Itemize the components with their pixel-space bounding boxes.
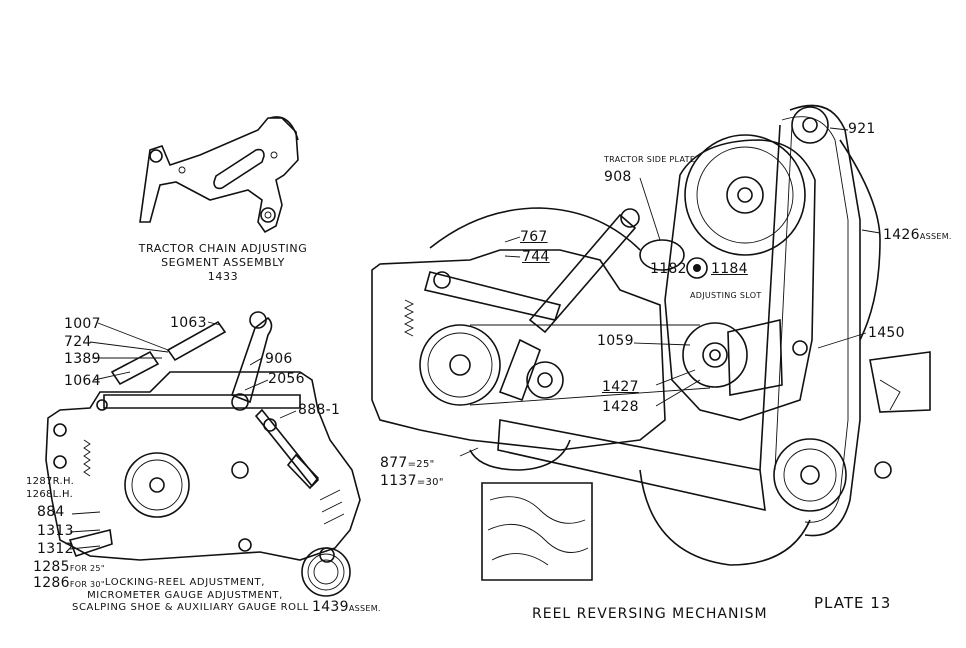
label-1439-note: ASSEM.: [348, 604, 381, 613]
label-1286-num: 1286: [33, 575, 70, 591]
segment-caption-line3: 1433: [207, 269, 239, 283]
label-906: 906: [265, 351, 293, 367]
label-1287: 1287R.H.: [26, 476, 75, 487]
locking-reel-drawing: [45, 311, 361, 597]
locking-caption-line3: SCALPING SHOE & AUXILIARY GAUGE ROLL: [72, 602, 309, 613]
label-1426-num: 1426: [883, 227, 920, 243]
label-884: 884: [37, 504, 65, 520]
label-1007: 1007: [64, 316, 101, 332]
label-1439: 1439ASSEM.: [312, 600, 381, 614]
label-1285: 1285FOR 25": [33, 560, 105, 574]
label-1063: 1063: [170, 315, 207, 331]
label-1184: 1184: [711, 261, 748, 277]
label-744: 744: [522, 249, 550, 265]
label-1439-num: 1439: [312, 599, 349, 615]
label-1137-note: =30": [416, 477, 444, 488]
main-caption: REEL REVERSING MECHANISM: [532, 606, 768, 622]
label-1313: 1313: [37, 523, 74, 539]
segment-assembly-drawing: [139, 116, 299, 234]
label-1268: 1268L.H.: [26, 489, 74, 500]
label-888-1: 888-1: [298, 402, 341, 418]
label-921: 921: [848, 121, 876, 137]
label-1426: 1426ASSEM.: [883, 228, 952, 242]
locking-reel-caption: LOCKING-REEL ADJUSTMENT, MICROMETER GAUG…: [72, 577, 309, 615]
segment-caption-line1: TRACTOR CHAIN ADJUSTING: [138, 242, 308, 255]
label-1137-num: 1137: [380, 473, 417, 489]
segment-assembly-caption: TRACTOR CHAIN ADJUSTING SEGMENT ASSEMBLY…: [118, 242, 328, 283]
plate-title: PLATE 13: [814, 594, 892, 612]
label-2056: 2056: [268, 371, 305, 387]
label-877: 877=25": [380, 456, 435, 470]
label-1286: 1286FOR 30": [33, 576, 105, 590]
label-adjusting-slot: ADJUSTING SLOT: [690, 291, 762, 300]
segment-caption-line2: SEGMENT ASSEMBLY: [161, 255, 285, 269]
label-1426-note: ASSEM.: [919, 232, 952, 241]
label-1427: 1427: [602, 379, 639, 395]
label-1286-note: FOR 30": [69, 580, 105, 589]
locking-caption-line2: MICROMETER GAUGE ADJUSTMENT,: [87, 589, 283, 601]
label-1059: 1059: [597, 333, 634, 349]
label-1182: 1182: [650, 261, 687, 277]
label-1064: 1064: [64, 373, 101, 389]
label-1137: 1137=30": [380, 474, 444, 488]
label-908: 908: [604, 169, 632, 185]
label-1428: 1428: [602, 399, 639, 415]
label-767: 767: [520, 229, 548, 245]
label-877-num: 877: [380, 455, 408, 471]
label-tractor-side-plate: TRACTOR SIDE PLATE: [604, 155, 696, 164]
label-1450: 1450: [868, 325, 905, 341]
locking-caption-line1: LOCKING-REEL ADJUSTMENT,: [104, 577, 266, 588]
label-1389: 1389: [64, 351, 101, 367]
leader-lines: [69, 127, 881, 550]
label-724: 724: [64, 334, 92, 350]
label-1312: 1312: [37, 541, 74, 557]
label-1285-num: 1285: [33, 559, 70, 575]
reel-reversing-drawing: [371, 104, 931, 581]
label-877-note: =25": [407, 459, 435, 470]
label-1285-note: FOR 25": [69, 564, 105, 573]
